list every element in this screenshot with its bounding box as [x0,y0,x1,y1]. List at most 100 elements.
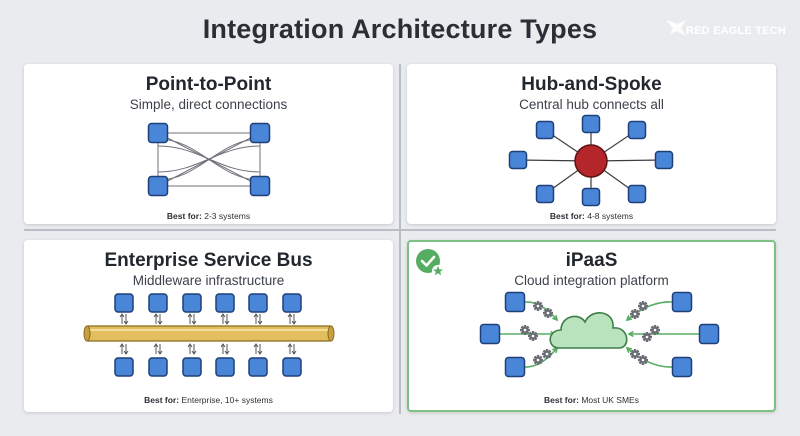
system-node [535,184,555,204]
bidirectional-arrow [287,343,297,355]
system-node [248,293,268,313]
system-node [581,114,601,134]
system-node [282,357,302,377]
system-node [581,187,601,207]
gear-icon [630,309,640,319]
best-for-value: Enterprise, 10+ systems [181,395,273,405]
gear-icon [542,349,552,359]
service-bus-pipe [85,325,333,342]
system-node [147,122,169,144]
central-hub [574,144,608,178]
brand-logo: RED EAGLE TECH [664,14,794,44]
eagle-icon [666,20,686,36]
gear-icon [520,325,530,335]
card-ipaas: iPaaS Cloud integration platform Best fo… [407,240,776,412]
card-title: iPaaS [565,250,618,271]
best-for-value: Most UK SMEs [581,395,639,405]
gear-icon [642,332,652,342]
cloud-platform [549,312,628,349]
gear-icon [543,308,553,318]
gear-icon [528,331,538,341]
card-point-to-point: Point-to-Point Simple, direct connection… [24,64,393,224]
bidirectional-arrow [187,313,197,325]
best-for-text: Best for: Most UK SMEs [409,395,774,405]
brand-name: RED EAGLE TECH [686,25,786,37]
system-node [671,291,693,313]
ipaas-diagram [479,291,720,378]
arrow-head [627,330,634,338]
system-node [698,323,720,345]
best-for-value: 4-8 systems [587,211,634,221]
point-to-point-diagram [147,122,271,197]
gear-icon [630,349,640,359]
system-node [182,293,202,313]
card-title: Hub-and-Spoke [521,74,662,95]
card-subtitle: Central hub connects all [519,97,664,112]
esb-diagram [83,293,335,377]
system-node [114,293,134,313]
system-node [479,323,501,345]
card-hub-and-spoke: Hub-and-Spoke Central hub connects all B… [407,64,776,224]
system-node [215,357,235,377]
system-node [282,293,302,313]
card-title: Point-to-Point [145,74,272,95]
data-flow-arrow [626,301,673,321]
bidirectional-arrow [153,313,163,325]
system-node [248,357,268,377]
connection-lines [157,132,261,187]
card-title: Enterprise Service Bus [104,250,313,271]
card-subtitle: Middleware infrastructure [132,273,285,288]
system-node [148,357,168,377]
bidirectional-arrow [153,343,163,355]
system-node [147,175,169,197]
bidirectional-arrow [220,343,230,355]
connection-line [157,145,261,173]
system-node [535,120,555,140]
system-node [671,356,693,378]
card-subtitle: Simple, direct connections [129,97,288,112]
bidirectional-arrow [220,313,230,325]
system-node [148,293,168,313]
pipe-end [83,325,91,342]
system-node [508,150,528,170]
system-node [182,357,202,377]
quadrant-divider-vertical [399,64,401,414]
arrow-head [625,315,633,322]
best-for-label: Best for: [544,395,579,405]
system-node [654,150,674,170]
gear-icon [650,325,660,335]
best-for-label: Best for: [166,211,202,221]
system-node [627,184,647,204]
system-node [504,356,526,378]
arrow-head [625,346,633,353]
pipe-end [327,325,335,342]
best-for-text: Best for: 4-8 systems [407,211,776,221]
system-node [114,357,134,377]
bidirectional-arrow [119,313,129,325]
bidirectional-arrow [187,343,197,355]
best-for-label: Best for: [144,395,180,405]
best-for-value: 2-3 systems [204,211,251,221]
card-subtitle: Cloud integration platform [514,273,669,288]
check-star-badge-icon [416,249,444,277]
bidirectional-arrow [253,313,263,325]
bidirectional-arrow [253,343,263,355]
gear-icon [638,301,648,311]
data-flow-arrow [626,347,673,368]
gear-icon [533,355,543,365]
gear-icon [533,301,543,311]
system-node [504,291,526,313]
bidirectional-arrow [119,343,129,355]
best-for-label: Best for: [549,211,585,221]
best-for-text: Best for: 2-3 systems [24,211,393,221]
quadrant-divider-horizontal [24,229,776,231]
best-for-text: Best for: Enterprise, 10+ systems [24,395,393,405]
page-title: Integration Architecture Types [202,14,598,44]
arrow-head [552,314,559,322]
system-node [215,293,235,313]
card-enterprise-service-bus: Enterprise Service Bus Middleware infras… [24,240,393,412]
hub-and-spoke-diagram [508,114,674,207]
gear-icon [638,355,648,365]
system-node [249,122,271,144]
system-node [249,175,271,197]
